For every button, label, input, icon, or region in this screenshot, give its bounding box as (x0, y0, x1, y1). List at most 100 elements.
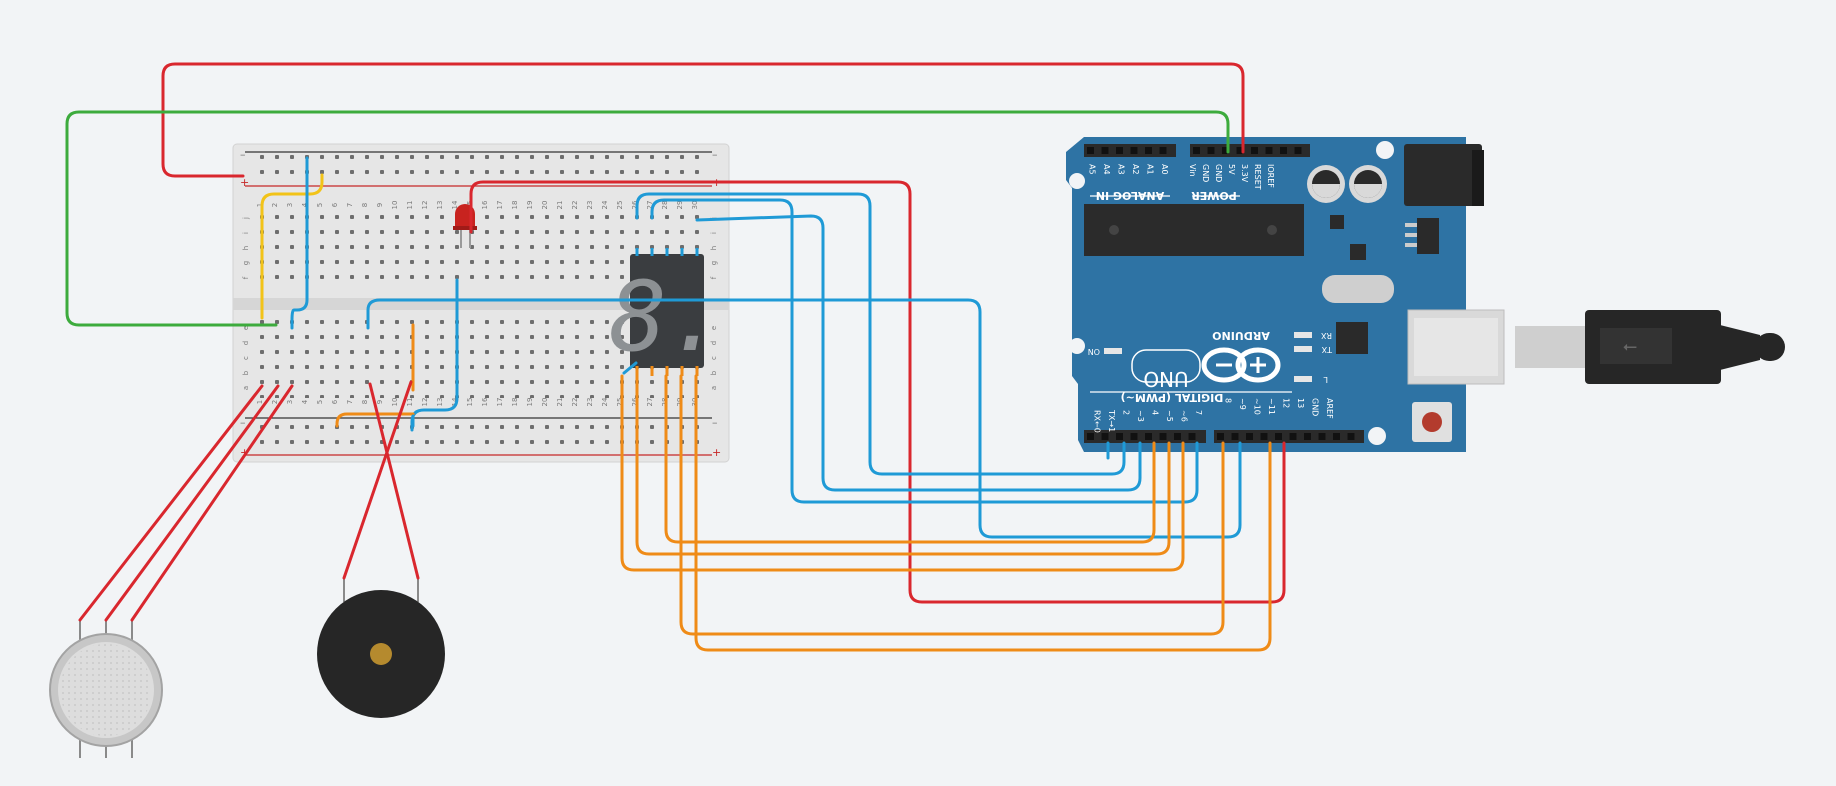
column-number: 18 (511, 201, 519, 210)
header-pin[interactable] (1289, 433, 1297, 440)
header-pin[interactable] (1333, 433, 1340, 440)
column-number: 21 (556, 398, 564, 407)
digital-pin-label: 7 (1194, 410, 1203, 415)
seven-seg-digit: 8. (609, 261, 725, 373)
column-number: 8 (361, 400, 369, 404)
wire-red-gas-2 (104, 384, 280, 622)
row-label: d (242, 341, 250, 345)
header-pin[interactable] (1101, 433, 1109, 440)
column-number: 15 (466, 398, 474, 407)
header-pin[interactable] (1188, 433, 1196, 440)
column-number: 7 (346, 400, 354, 404)
rail-plus-br: + (712, 446, 721, 459)
column-number: 24 (601, 397, 609, 406)
column-number: 20 (541, 201, 549, 210)
column-number: 11 (406, 201, 414, 210)
wires (65, 62, 1286, 652)
digital-pin-label: 4 (1151, 410, 1160, 415)
row-label: h (242, 246, 250, 250)
header-pin[interactable] (1265, 147, 1273, 154)
header-pin[interactable] (1347, 433, 1355, 440)
header-pin[interactable] (1101, 147, 1109, 154)
header-pin[interactable] (1236, 147, 1244, 154)
analog-pin-label: A3 (1117, 164, 1126, 175)
header-pin[interactable] (1231, 433, 1239, 440)
header-pin[interactable] (1251, 147, 1258, 154)
column-number: 30 (691, 201, 699, 210)
header-pin[interactable] (1193, 147, 1200, 154)
row-label: d (710, 341, 718, 345)
header-pin[interactable] (1116, 147, 1123, 154)
column-number: 19 (526, 201, 534, 210)
column-number: 6 (331, 202, 339, 207)
column-number: 18 (511, 398, 519, 407)
digital-pin-label: RX←0 (1093, 410, 1102, 433)
column-number: 26 (631, 397, 639, 406)
column-number: 11 (406, 398, 414, 407)
header-pin[interactable] (1174, 433, 1181, 440)
column-number: 9 (376, 203, 384, 207)
arduino-model: UNO (1143, 367, 1188, 391)
column-number: 24 (601, 200, 609, 209)
header-pin[interactable] (1159, 147, 1167, 154)
usb-icon: ⭠ (1623, 336, 1637, 357)
piezo-buzzer[interactable] (317, 578, 445, 718)
row-label: c (242, 356, 250, 360)
header-pin[interactable] (1159, 433, 1167, 440)
led-label-tx: TX (1321, 345, 1333, 354)
column-number: 1 (256, 203, 264, 207)
digital-pin-label: ~11 (1267, 398, 1276, 415)
header-pin[interactable] (1087, 433, 1094, 440)
column-number: 23 (586, 201, 594, 210)
header-pin[interactable] (1145, 147, 1152, 154)
wire-blue-seg3 (695, 214, 1142, 492)
digital-pin-label: ~10 (1253, 398, 1262, 415)
header-pin[interactable] (1222, 147, 1229, 154)
header-pin[interactable] (1275, 433, 1282, 440)
header-pin[interactable] (1145, 433, 1152, 440)
header-pin[interactable] (1294, 147, 1302, 154)
header-pin[interactable] (1304, 433, 1311, 440)
wire-orange-buzzer-rail (335, 323, 415, 428)
header-holes (1087, 147, 1355, 440)
row-label: i (242, 232, 250, 234)
header-pin[interactable] (1087, 147, 1094, 154)
column-number: 10 (391, 398, 399, 407)
digital-pin-label: ~3 (1136, 410, 1145, 422)
seven-segment-display[interactable]: 8. (609, 248, 725, 376)
header-pin[interactable] (1318, 433, 1326, 440)
digital-pin-label: TX→1 (1107, 409, 1116, 432)
row-label: j (242, 217, 250, 220)
analog-pin-label: A2 (1131, 164, 1140, 175)
header-pin[interactable] (1217, 433, 1224, 440)
header-pin[interactable] (1130, 433, 1138, 440)
usb-cable[interactable]: ⭠ (1407, 309, 1785, 385)
header-pin[interactable] (1130, 147, 1138, 154)
column-number: 12 (421, 398, 429, 407)
column-number: 17 (496, 201, 504, 210)
header-pin[interactable] (1207, 147, 1215, 154)
column-number: 13 (436, 201, 444, 210)
arduino-uno-board[interactable]: RX TX L ON ARDUINO UNO ANALOG IN POWER D… (1066, 137, 1484, 452)
wire-red-gas-3 (130, 384, 294, 622)
header-pin[interactable] (1246, 433, 1253, 440)
wire-green-gnd (65, 110, 1230, 327)
wire-red-buzzer-1 (342, 380, 413, 580)
row-label: a (242, 386, 250, 390)
column-number: 27 (646, 201, 654, 210)
digital-pin-label: 13 (1296, 398, 1305, 408)
header-pin[interactable] (1260, 433, 1268, 440)
column-number: 6 (331, 399, 339, 404)
column-number: 22 (571, 201, 579, 210)
rail-minus-bl: – (240, 416, 246, 429)
gas-sensor[interactable] (49, 620, 163, 758)
digital-pin-label: 8 (1224, 398, 1233, 403)
column-number: 8 (361, 203, 369, 207)
rail-plus-tl: + (240, 176, 249, 189)
row-label: f (242, 276, 250, 279)
analog-pin-label: A5 (1088, 164, 1097, 175)
seven-seg-pins (635, 248, 699, 376)
header-pin[interactable] (1280, 147, 1287, 154)
header-pin[interactable] (1116, 433, 1123, 440)
